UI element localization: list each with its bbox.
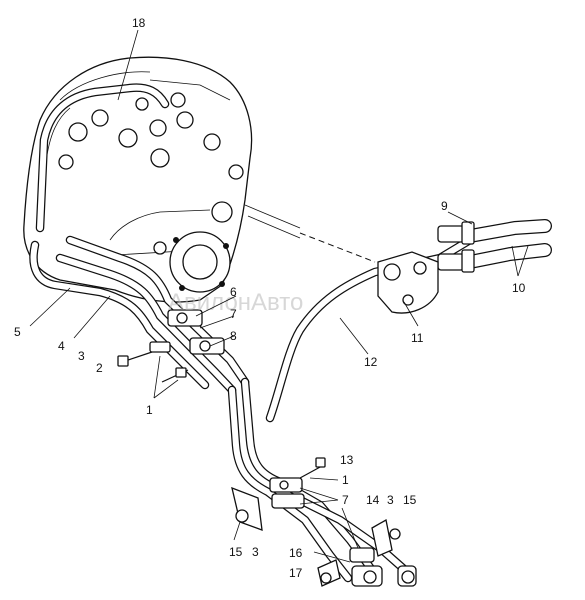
pipe-lines	[29, 83, 475, 583]
lower-fittings	[317, 547, 417, 587]
callout-3-right: 3	[387, 493, 394, 507]
callout-3-bottom: 3	[252, 545, 259, 559]
flexible-hoses	[437, 219, 552, 273]
callout-18: 18	[132, 16, 146, 30]
watermark-text: АвилонАвто	[168, 289, 303, 316]
callout-1-lower: 1	[342, 473, 349, 487]
bracket-left	[231, 486, 263, 531]
callout-6: 6	[230, 285, 237, 299]
pipe-clamps-upper	[149, 309, 225, 355]
callout-8: 8	[230, 329, 237, 343]
reference-shaft	[244, 204, 376, 263]
bolt-1-upper	[161, 367, 189, 383]
callout-14: 14	[366, 493, 380, 507]
pipe-clamps-lower	[269, 457, 326, 509]
bracket-right	[371, 518, 401, 557]
bolt-2	[117, 351, 153, 367]
callout-12: 12	[364, 355, 378, 369]
callout-10: 10	[512, 281, 526, 295]
callout-4: 4	[58, 339, 65, 353]
callout-16: 16	[289, 546, 303, 560]
callout-labels: 18 9 10 11 12 6 7 8 5 4 3 2 1 13 1 7 14 …	[14, 16, 526, 580]
callout-3-left: 3	[78, 349, 85, 363]
callout-7-lower: 7	[342, 493, 349, 507]
pump-flange	[153, 231, 231, 293]
leader-lines	[29, 29, 529, 563]
callout-17: 17	[289, 566, 303, 580]
callout-9: 9	[441, 199, 448, 213]
callout-7-upper: 7	[230, 307, 237, 321]
callout-15-left: 15	[229, 545, 243, 559]
callout-5: 5	[14, 325, 21, 339]
callout-2: 2	[96, 361, 103, 375]
housing-bolts	[58, 92, 244, 223]
callout-13: 13	[340, 453, 354, 467]
callout-11: 11	[411, 331, 424, 345]
callout-15-right: 15	[403, 493, 417, 507]
connector-bracket-11	[377, 251, 439, 314]
callout-1-upper: 1	[146, 403, 153, 417]
